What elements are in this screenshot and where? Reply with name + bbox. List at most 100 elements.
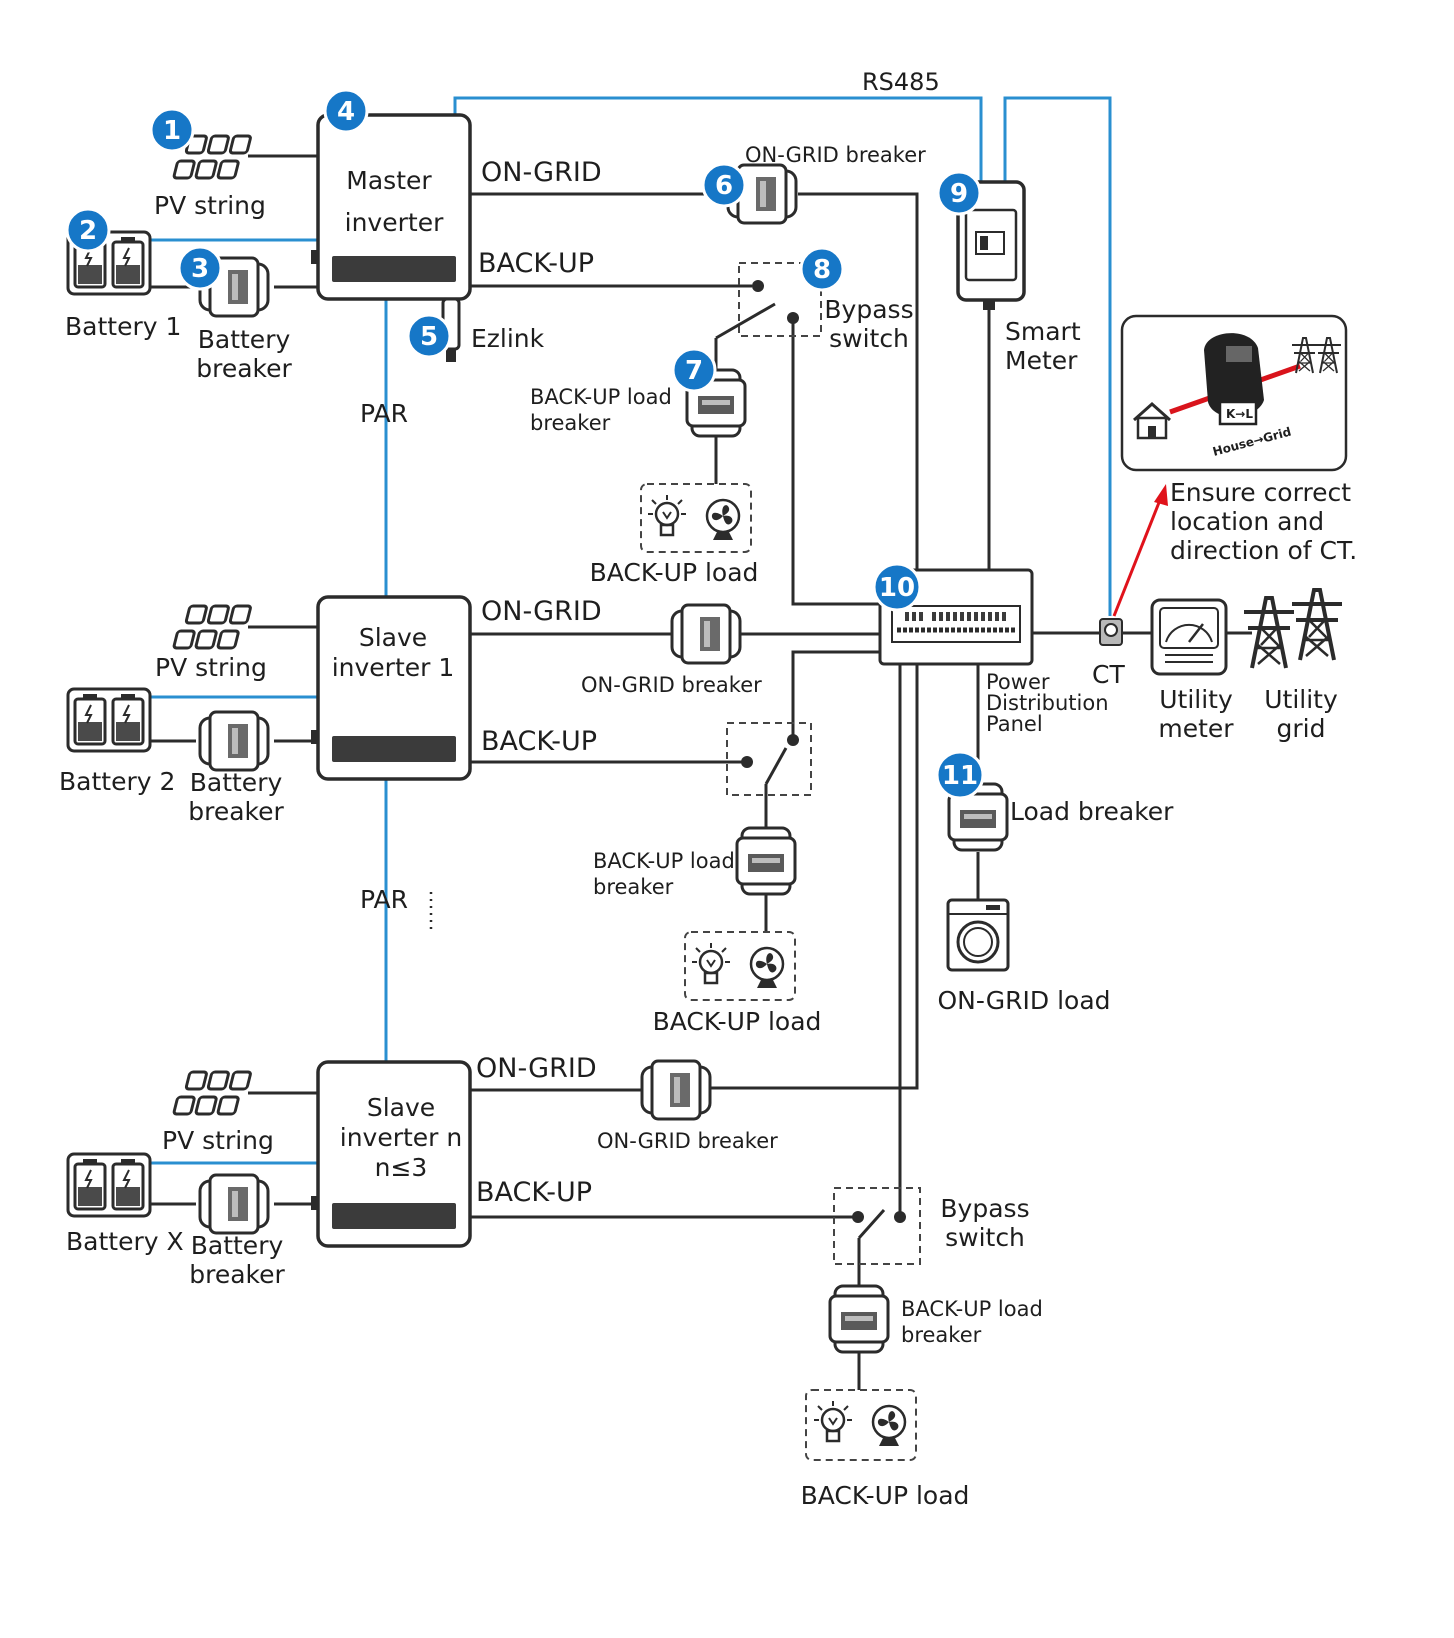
bulb-icon (646, 493, 688, 537)
washing-machine-icon (946, 898, 1010, 972)
battery-label-x: Battery X (66, 1227, 184, 1256)
bypass-switch-icon-1 (715, 262, 822, 340)
battery-label-1: Battery 1 (65, 312, 181, 341)
ct-label: CT (1092, 660, 1125, 689)
on-grid-label-2: ON-GRID (481, 596, 602, 627)
pv-string-icon-2 (172, 604, 253, 650)
on-grid-label-1: ON-GRID (481, 157, 602, 188)
bypass-switch-icon-2 (726, 722, 812, 796)
house-icon (1133, 401, 1171, 440)
battery-label-2: Battery 2 (59, 767, 175, 796)
badge-1: 1 (149, 107, 195, 153)
par-label-2: PAR (360, 885, 408, 914)
svg-text:7: 7 (685, 356, 703, 386)
ct-clamp-icon (1099, 618, 1123, 646)
backup-load-2 (684, 931, 796, 1001)
svg-text:5: 5 (420, 322, 438, 352)
svg-text:10: 10 (879, 573, 915, 603)
fan-icon (705, 498, 741, 542)
backup-load-breaker-icon-2 (735, 826, 797, 896)
rs485-label: RS485 (862, 68, 940, 96)
battery-icon-x (66, 1152, 152, 1218)
badge-10: 10 (872, 562, 922, 612)
fan-icon (749, 946, 785, 990)
badge-2: 2 (65, 207, 111, 253)
back-up-label-1: BACK-UP (478, 248, 594, 279)
communication-lines (150, 96, 1112, 1165)
bulb-icon (812, 1399, 854, 1443)
backup-load-label-2: BACK-UP load (653, 1007, 822, 1036)
backup-load-3 (805, 1389, 917, 1461)
on-grid-breaker-label-3: ON-GRID breaker (597, 1129, 778, 1153)
svg-text:2: 2 (79, 216, 97, 246)
utility-meter-icon (1150, 598, 1228, 676)
on-grid-label-3: ON-GRID (476, 1053, 597, 1084)
pv-string-icon-3 (172, 1070, 253, 1116)
on-grid-breaker-label-1: ON-GRID breaker (745, 143, 926, 167)
battery-breaker-icon-3 (198, 1173, 270, 1235)
back-up-label-3: BACK-UP (476, 1177, 592, 1208)
badge-7: 7 (671, 347, 717, 393)
svg-text:1: 1 (163, 116, 181, 146)
svg-text:6: 6 (715, 171, 733, 201)
load-breaker-label: Load breaker (1010, 797, 1174, 826)
svg-text:11: 11 (942, 761, 978, 791)
svg-text:8: 8 (813, 255, 831, 285)
badge-9: 9 (936, 170, 982, 216)
backup-load-label-1: BACK-UP load (590, 558, 759, 587)
svg-text:9: 9 (950, 179, 968, 209)
backup-load-label-3: BACK-UP load (801, 1481, 970, 1510)
power-lines (150, 154, 1252, 1390)
badge-8: 8 (799, 246, 845, 292)
pv-string-label-3: PV string (162, 1126, 274, 1155)
ct-inset-kl: K→L (1226, 407, 1253, 421)
badge-11: 11 (935, 750, 985, 800)
on-grid-breaker-icon-3 (640, 1059, 712, 1121)
battery-icon-2 (66, 687, 152, 753)
on-grid-load-label: ON-GRID load (937, 986, 1110, 1015)
badge-6: 6 (701, 162, 747, 208)
ct-pointer-arrow (1112, 484, 1168, 617)
backup-load-1 (640, 483, 752, 553)
backup-load-breaker-icon-3 (828, 1284, 890, 1354)
badge-5: 5 (406, 313, 452, 359)
ezlink-label: Ezlink (471, 324, 545, 353)
fan-icon (871, 1404, 907, 1448)
pv-string-label-2: PV string (155, 653, 267, 682)
smart-meter-icon (956, 180, 1026, 310)
ct-clamp-icon (1204, 333, 1264, 426)
battery-breaker-icon-2 (198, 710, 270, 772)
ct-inset-box: K→L House→Grid (1120, 314, 1348, 472)
par-label-1: PAR (360, 399, 408, 428)
badge-3: 3 (177, 245, 223, 291)
pv-string-label-1: PV string (154, 191, 266, 220)
on-grid-breaker-label-2: ON-GRID breaker (581, 673, 762, 697)
bypass-switch-icon-3 (833, 1187, 921, 1265)
svg-text:4: 4 (337, 97, 355, 127)
bulb-icon (690, 941, 732, 985)
badge-4: 4 (323, 88, 369, 134)
back-up-label-2: BACK-UP (481, 726, 597, 757)
transmission-tower-icon (1242, 588, 1344, 670)
svg-text:3: 3 (191, 254, 209, 284)
